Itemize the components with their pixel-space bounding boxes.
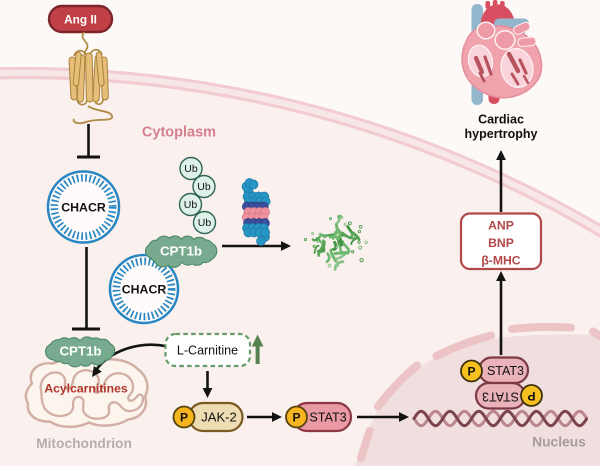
svg-text:P: P [467,365,475,379]
svg-text:STAT3: STAT3 [309,411,346,425]
svg-text:Ang II: Ang II [64,13,97,27]
svg-text:STAT3: STAT3 [482,389,519,403]
svg-text:JAK-2: JAK-2 [201,410,236,425]
svg-text:STAT3: STAT3 [487,364,524,378]
svg-text:Ub: Ub [197,181,211,193]
svg-text:P: P [180,411,188,425]
svg-text:CPT1b: CPT1b [160,244,202,259]
svg-text:Acylcarnitines: Acylcarnitines [44,382,128,396]
svg-text:CHACR: CHACR [61,201,106,215]
svg-text:Cytoplasm: Cytoplasm [142,125,216,141]
svg-text:P: P [292,411,300,425]
svg-text:Mitochondrion: Mitochondrion [36,436,132,451]
svg-text:hypertrophy: hypertrophy [465,127,538,141]
svg-text:Nucleus: Nucleus [532,435,586,450]
svg-text:β-MHC: β-MHC [481,254,520,268]
svg-text:Ub: Ub [184,163,198,175]
svg-text:P: P [527,389,535,403]
svg-text:BNP: BNP [488,236,514,250]
svg-text:L-Carnitine: L-Carnitine [177,344,238,358]
svg-text:Ub: Ub [198,217,212,229]
svg-text:CPT1b: CPT1b [59,344,101,359]
svg-text:Ub: Ub [184,199,198,211]
svg-text:CHACR: CHACR [122,283,167,297]
svg-text:ANP: ANP [488,219,514,233]
svg-text:Cardiac: Cardiac [478,113,524,127]
